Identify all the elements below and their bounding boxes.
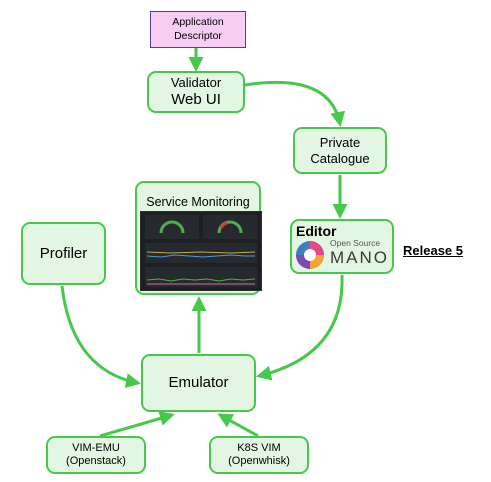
open-source-mano-logo: [296, 241, 324, 269]
service-monitoring-label: Service Monitoring: [146, 195, 250, 209]
profiler-label: Profiler: [39, 244, 88, 262]
arrow-profiler-to-emulator: [60, 285, 141, 389]
application-descriptor-line1: Application: [172, 15, 224, 28]
monitoring-dashboard-screenshot: [140, 211, 262, 291]
arrow-k8s-to-emulator: [217, 413, 259, 438]
validator-line2: Web UI: [171, 90, 221, 108]
catalogue-line1: Private: [319, 134, 361, 150]
osm-logo-big-text: MANO: [330, 248, 389, 267]
private-catalogue-node: Private Catalogue: [293, 127, 387, 174]
k8s-vim-node: K8S VIM (Openwhisk): [209, 436, 309, 474]
arrow-validator-to-catalogue: [244, 80, 346, 127]
emulator-label: Emulator: [168, 374, 229, 391]
profiler-node: Profiler: [21, 222, 106, 285]
release-label: Release 5: [403, 243, 463, 258]
vim-emu-line2: (Openstack): [66, 455, 126, 467]
emulator-node: Emulator: [141, 354, 256, 412]
application-descriptor-line2: Descriptor: [174, 29, 222, 42]
editor-label: Editor: [296, 223, 337, 239]
catalogue-line2: Catalogue: [310, 150, 370, 166]
arrow-vimemu-to-emulator: [99, 411, 175, 438]
dashboard-graphic: [145, 215, 257, 287]
application-descriptor-node: Application Descriptor: [150, 11, 246, 48]
arrow-editor-to-emulator: [256, 274, 344, 381]
vim-emu-line1: VIM-EMU: [72, 441, 120, 454]
validator-node: Validator Web UI: [147, 71, 245, 113]
validator-line1: Validator: [170, 75, 222, 91]
vim-emu-node: VIM-EMU (Openstack): [46, 436, 146, 474]
k8s-vim-line2: (Openwhisk): [228, 455, 290, 467]
k8s-vim-line1: K8S VIM: [237, 441, 281, 454]
osm-logo-small-text: Open Source: [330, 238, 381, 248]
